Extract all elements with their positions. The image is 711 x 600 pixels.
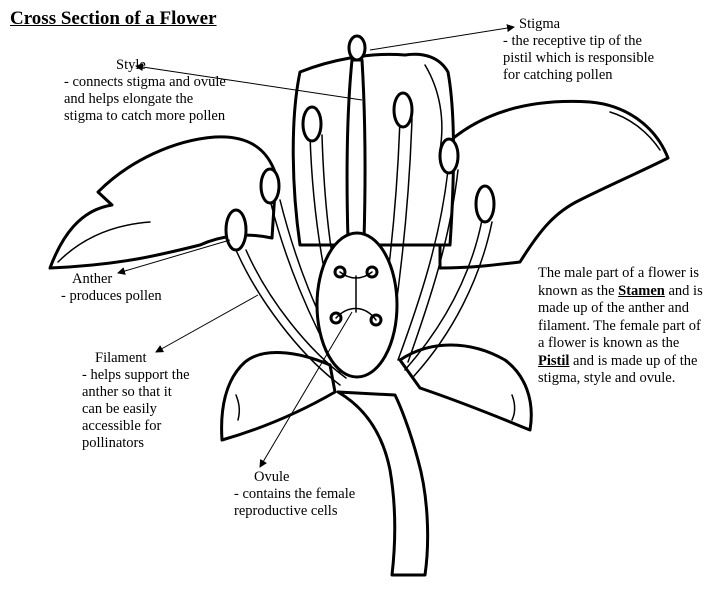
petal-lower-right (398, 343, 533, 432)
anther-5 (438, 137, 460, 175)
style-desc-3: stigma to catch more pollen (64, 108, 226, 124)
stigma-name: Stigma (519, 16, 561, 32)
filament-desc-5: pollinators (82, 435, 145, 451)
summary-part-1: The male part of a flower is known as th… (538, 265, 700, 299)
ovary (315, 231, 399, 379)
style-name: Style (116, 57, 146, 73)
label-filament: Filament - helps support the anther so t… (82, 350, 190, 452)
petal-lower-left (220, 351, 337, 442)
label-style: Style - connects stigma and ovule and he… (64, 57, 226, 125)
stigma (347, 34, 367, 62)
filament-desc-1: - helps support the (82, 367, 190, 383)
ovule-desc-2: reproductive cells (234, 503, 338, 519)
stamen-term: Stamen (618, 282, 665, 299)
petal-right (438, 99, 670, 270)
summary-part-2: and is made up of the anther and filamen… (538, 282, 703, 352)
label-anther: Anther - produces pollen (61, 271, 162, 305)
stigma-desc-1: - the receptive tip of the (503, 33, 642, 49)
anther-4 (392, 91, 414, 129)
anther-desc-1: - produces pollen (61, 288, 162, 304)
filament-name: Filament (95, 350, 147, 366)
pistil-term: Pistil (538, 352, 570, 369)
page-title: Cross Section of a Flower (10, 8, 217, 29)
ovule-desc-1: - contains the female (234, 486, 356, 502)
anther-name: Anther (72, 271, 113, 287)
summary-text: The male part of a flower is known as th… (538, 265, 710, 388)
style (345, 58, 367, 242)
stem (336, 390, 430, 577)
petal-center (291, 52, 456, 247)
filament-desc-4: accessible for (82, 418, 162, 434)
summary-part-3: and is made up of the stigma, style and … (538, 352, 698, 387)
anther-1 (224, 208, 248, 252)
label-ovule: Ovule - contains the female reproductive… (234, 469, 355, 520)
filament-desc-3: can be easily (82, 401, 157, 417)
anther-6 (474, 184, 496, 224)
stigma-desc-3: for catching pollen (503, 67, 613, 83)
style-desc-2: and helps elongate the (64, 91, 194, 107)
ovule-name: Ovule (254, 469, 290, 485)
filament-desc-2: anther so that it (82, 384, 172, 400)
anther-2 (259, 167, 281, 205)
label-stigma: Stigma - the receptive tip of the pistil… (503, 16, 654, 84)
style-desc-1: - connects stigma and ovule (64, 74, 226, 90)
stigma-desc-2: pistil which is responsible (503, 50, 655, 66)
anther-3 (301, 105, 323, 143)
